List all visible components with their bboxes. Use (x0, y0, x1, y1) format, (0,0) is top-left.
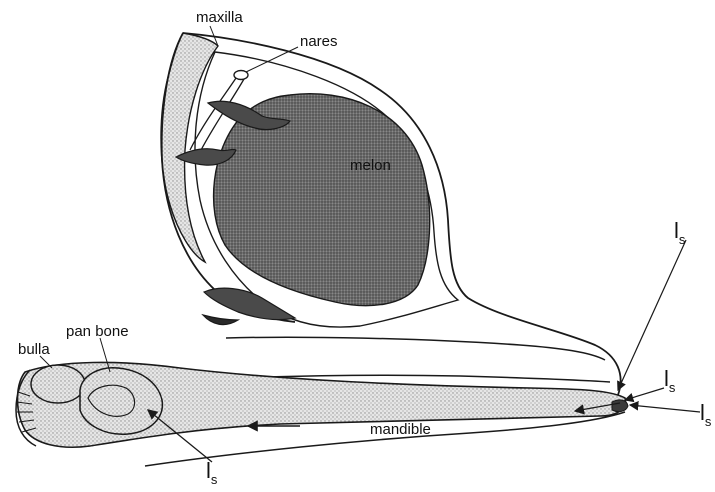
ls-leader-mid (625, 388, 664, 400)
ls-label-mid: ls (664, 366, 676, 395)
ls-label-top: ls (674, 218, 686, 247)
ls-leader-low (630, 405, 700, 412)
bulla-label: bulla (18, 341, 50, 358)
ls-leader-top (618, 240, 686, 390)
ls-label-bottom: ls (206, 458, 218, 487)
nares-opening (234, 71, 248, 80)
bulla (31, 365, 85, 403)
jaw-tip (612, 400, 628, 412)
ls-label-low: ls (700, 400, 712, 429)
mandible-label: mandible (370, 421, 431, 438)
melon-label: melon (350, 157, 391, 174)
nares-label: nares (300, 33, 338, 50)
eye (203, 315, 238, 325)
rostrum-upper-line (226, 337, 605, 360)
maxilla-label: maxilla (196, 9, 243, 26)
pan-bone-label: pan bone (66, 323, 129, 340)
